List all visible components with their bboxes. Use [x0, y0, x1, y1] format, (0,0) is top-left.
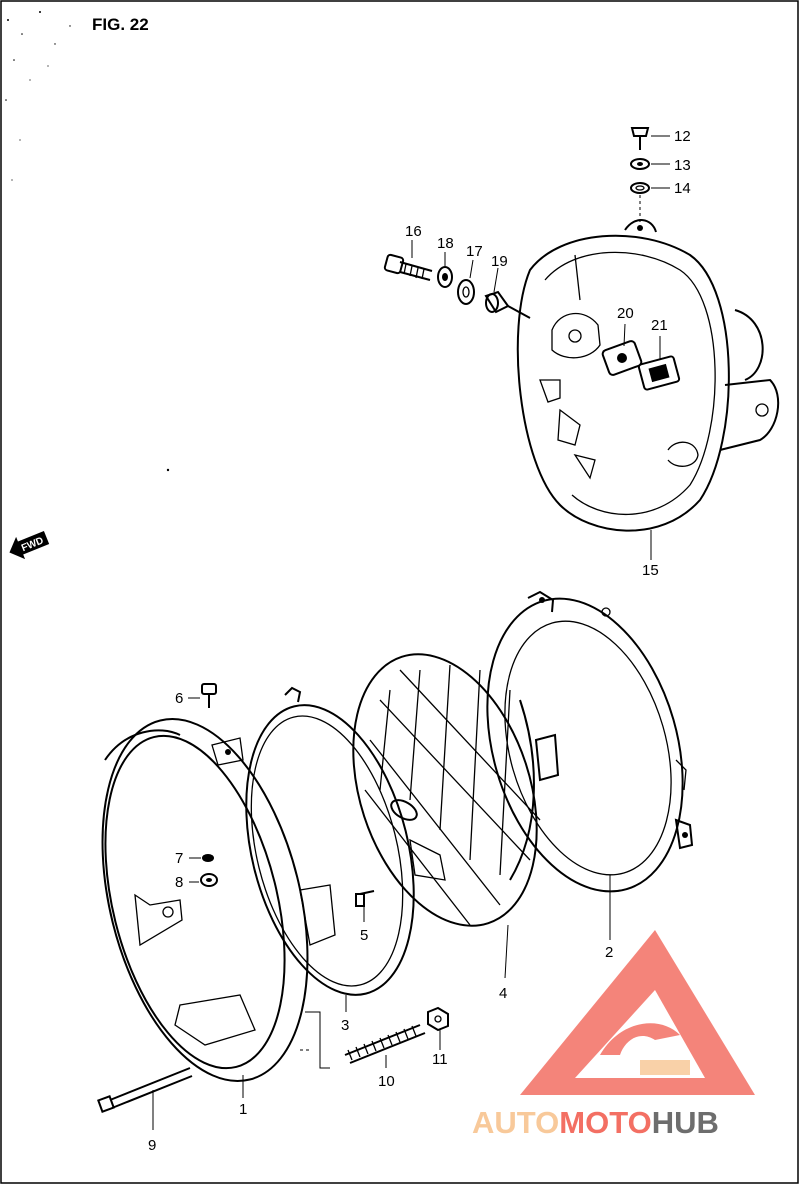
callout-19: 19 [491, 253, 508, 270]
headlight-rim [101, 718, 309, 1082]
callout-20: 20 [617, 305, 634, 322]
callout-6: 6 [175, 690, 183, 707]
callout-1: 1 [239, 1101, 247, 1118]
spring-10 [344, 1024, 426, 1064]
callout-13: 13 [674, 157, 691, 174]
callout-12: 12 [674, 128, 691, 145]
callout-18: 18 [437, 235, 454, 252]
logo-text: AUTOMOTOHUB [472, 1105, 719, 1140]
callout-15: 15 [642, 562, 659, 579]
washer-14 [630, 182, 650, 194]
washer-8 [200, 873, 218, 887]
automotohub-logo [520, 930, 755, 1095]
nut-7 [202, 854, 214, 862]
logo-text-auto: AUTO [472, 1105, 559, 1140]
callout-4: 4 [499, 985, 507, 1002]
fwd-label: FWD [20, 535, 45, 554]
headlight-housing [516, 219, 780, 532]
callout-21: 21 [651, 317, 668, 334]
callout-7: 7 [175, 850, 183, 867]
bolt-16 [383, 253, 433, 281]
logo-text-hub: HUB [652, 1105, 719, 1140]
screw-12 [630, 127, 650, 150]
figure-title: FIG. 22 [92, 15, 149, 34]
headlight-case [486, 590, 694, 893]
callout-8: 8 [175, 874, 183, 891]
washer-13 [630, 158, 650, 170]
lens-retaining-ring [245, 686, 446, 996]
leader-lines [152, 135, 670, 1130]
callout-3: 3 [341, 1017, 349, 1034]
adjusting-bolt-9 [97, 1067, 193, 1113]
logo-text-moto: MOTO [559, 1105, 651, 1140]
callout-5: 5 [360, 927, 368, 944]
washer-17 [457, 279, 475, 305]
callout-10: 10 [378, 1073, 395, 1090]
scan-speckle [5, 11, 170, 472]
washer-18 [437, 266, 453, 288]
collar-19 [484, 290, 531, 319]
callout-9: 9 [148, 1137, 156, 1154]
callout-numbers: 12 13 14 16 18 17 19 20 21 15 6 7 8 5 4 … [148, 128, 691, 1154]
callout-11: 11 [432, 1051, 448, 1068]
screw-5 [355, 890, 375, 907]
callout-2: 2 [605, 944, 613, 961]
nut-11 [427, 1006, 449, 1032]
screw-6 [201, 683, 217, 708]
callout-14: 14 [674, 180, 691, 197]
fwd-direction-arrow: FWD [9, 531, 50, 560]
callout-16: 16 [405, 223, 422, 240]
callout-17: 17 [466, 243, 483, 260]
sealed-beam-unit [352, 653, 560, 927]
